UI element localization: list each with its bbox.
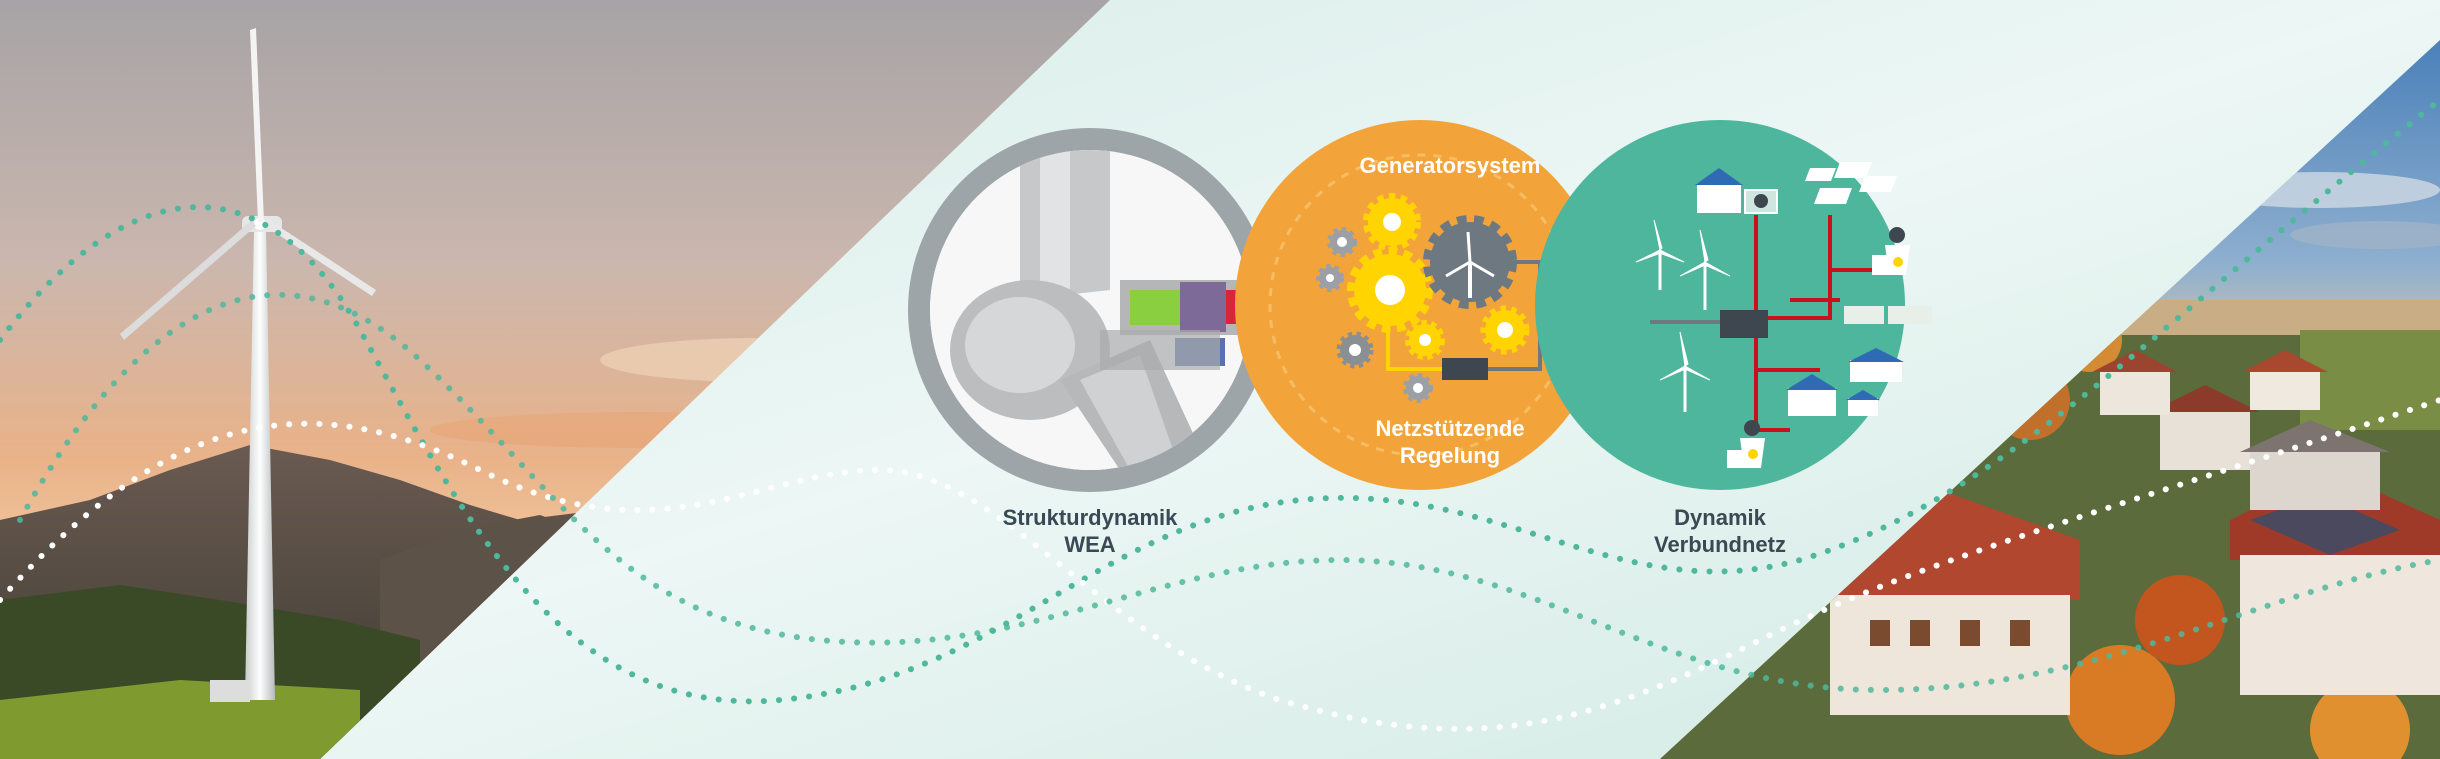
house-icon xyxy=(1848,348,1904,382)
generator-system-label: Generatorsystem xyxy=(1359,153,1541,178)
gear-icon xyxy=(1336,331,1374,369)
structural-dynamics-circle xyxy=(908,128,1272,492)
grid-dynamics-label: Dynamik Verbundnetz xyxy=(1653,505,1786,557)
wind-turbine-icon xyxy=(1659,331,1711,412)
grid-dynamics-circle xyxy=(1535,120,1932,490)
generator-gear-icon xyxy=(1423,215,1517,309)
gear-icon xyxy=(1480,305,1530,355)
house-icon xyxy=(1695,168,1778,214)
grid-support-control-label: Netzstützende Regelung xyxy=(1375,416,1525,468)
gear-icon xyxy=(1316,264,1344,292)
generator-system-circle xyxy=(1235,120,1605,490)
gear-icon xyxy=(1405,320,1445,360)
nuclear-plant-icon xyxy=(1727,420,1765,468)
nuclear-plant-icon xyxy=(1872,227,1910,275)
dotted-wave-lines xyxy=(0,97,2440,732)
wind-turbine-icon xyxy=(1679,229,1731,310)
transformer-icon xyxy=(1720,310,1768,338)
battery-icon xyxy=(1442,358,1488,380)
house-icon xyxy=(1844,306,1932,324)
gear-icon xyxy=(1363,193,1421,251)
solar-panel-icon xyxy=(1805,162,1897,204)
gear-icon xyxy=(1327,227,1357,257)
structural-dynamics-label: Strukturdynamik WEA xyxy=(1002,505,1178,557)
wind-turbine-icon xyxy=(245,230,275,700)
house-icon xyxy=(1786,374,1880,416)
gear-icon xyxy=(1347,247,1433,333)
wind-turbine-icon xyxy=(1635,219,1685,290)
gear-icon xyxy=(1403,373,1433,403)
